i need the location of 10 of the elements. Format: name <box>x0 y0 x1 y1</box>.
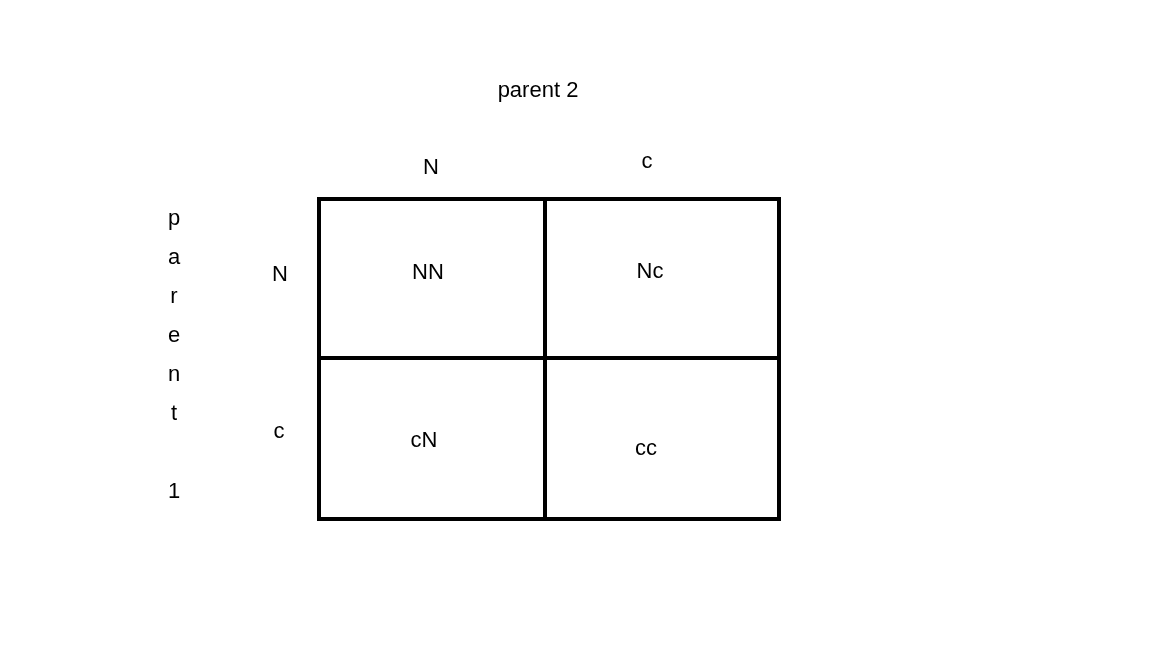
allele-label: N <box>272 261 288 287</box>
allele-label: N <box>423 154 439 180</box>
axis-title: parent 1 <box>167 204 181 505</box>
genotype-text: cc <box>635 435 657 461</box>
genotype-text: cN <box>410 427 438 453</box>
axis-title: parent 2 <box>497 77 579 103</box>
genotype-text: Nc <box>636 258 664 284</box>
genotype-text: NN <box>412 259 444 285</box>
allele-label: c <box>641 148 653 174</box>
allele-label: c <box>273 418 285 444</box>
